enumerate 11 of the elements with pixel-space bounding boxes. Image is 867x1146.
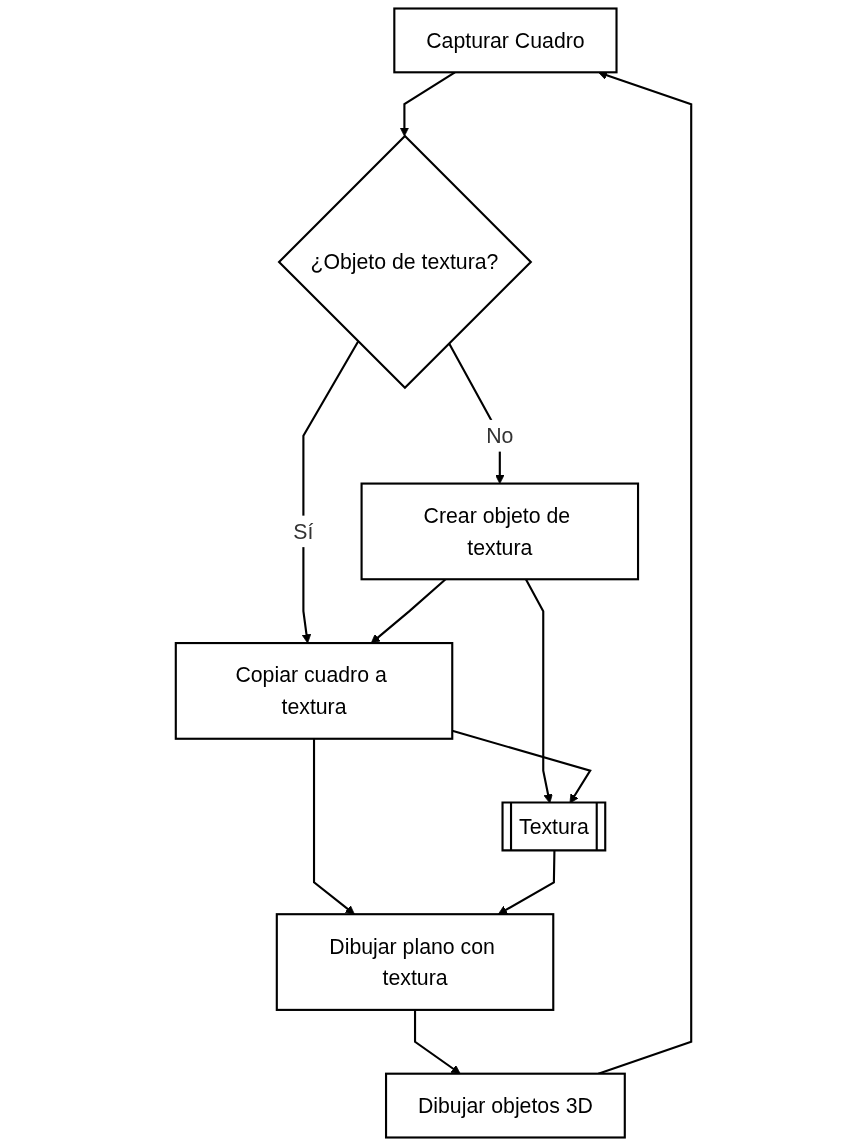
arrow [497, 850, 556, 915]
node-diamond: ¿Objeto de textura? [277, 134, 533, 390]
edge-label: Sí [293, 519, 314, 544]
node-box: Dibujar objetos 3D [385, 1072, 626, 1139]
node-box: Copiar cuadro a textura [174, 642, 454, 740]
node-box: Dibujar plano con textura [275, 913, 555, 1011]
node-box: Capturar Cuadro [393, 7, 618, 74]
arrow [301, 341, 360, 644]
node-box: Crear objeto de textura [360, 482, 640, 581]
edge-label: No [486, 424, 514, 448]
arrow [312, 738, 355, 915]
